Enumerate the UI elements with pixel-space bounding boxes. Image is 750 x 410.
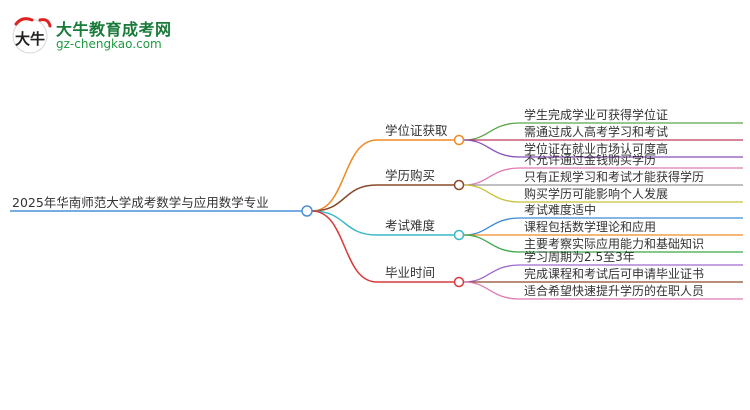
leaf-text: 学生完成学业可获得学位证 — [524, 107, 668, 122]
branch-connector — [311, 210, 378, 283]
leaf-text: 只有正规学习和考试才能获得学历 — [524, 169, 704, 184]
leaf-text: 学习周期为2.5至3年 — [524, 249, 635, 264]
site-logo[interactable]: 大牛 大牛教育成考网 gz-chengkao.com — [10, 14, 200, 56]
leaf-connector — [463, 264, 521, 283]
branch-connector — [311, 184, 378, 212]
leaf-text: 主要考察实际应用能力和基础知识 — [524, 236, 704, 251]
leaf-connector — [463, 217, 521, 236]
leaf-text: 完成课程和考试后可申请毕业证书 — [524, 266, 704, 281]
leaf-text: 课程包括数学理论和应用 — [524, 219, 656, 234]
root-topic: 2025年华南师范大学成考数学与应用数学专业 — [12, 195, 269, 210]
leaf-connector — [463, 139, 521, 158]
branch-label: 学历购买 — [385, 168, 435, 183]
branch-node-circle — [453, 179, 465, 191]
bull-logo-icon: 大牛 — [12, 17, 52, 54]
branch-connector — [311, 210, 378, 236]
leaf-connector — [463, 184, 521, 203]
logo-title: 大牛教育成考网 — [56, 20, 172, 39]
leaf-text: 不允许通过金钱购买学历 — [524, 152, 656, 167]
logo-mark-text: 大牛 — [15, 30, 45, 48]
leaf-text: 考试难度适中 — [524, 202, 596, 217]
branch-connector — [311, 139, 378, 212]
branch-node-circle — [453, 229, 465, 241]
branch-label: 毕业时间 — [385, 265, 435, 280]
branch-node-circle — [453, 276, 465, 288]
leaf-text: 需通过成人高考学习和考试 — [524, 124, 668, 139]
leaf-text: 适合希望快速提升学历的在职人员 — [524, 283, 704, 298]
leaf-connector — [463, 167, 521, 186]
leaf-text: 购买学历可能影响个人发展 — [524, 186, 668, 201]
leaf-connector — [463, 281, 521, 300]
leaf-text: 学位证在就业市场认可度高 — [524, 141, 668, 156]
branch-label: 学位证获取 — [385, 123, 448, 138]
logo-url: gz-chengkao.com — [56, 37, 162, 51]
branch-node-circle — [453, 134, 465, 146]
root-node-circle — [301, 205, 313, 217]
branch-label: 考试难度 — [385, 218, 436, 233]
leaf-connector — [463, 122, 521, 141]
leaf-connector — [463, 234, 521, 253]
